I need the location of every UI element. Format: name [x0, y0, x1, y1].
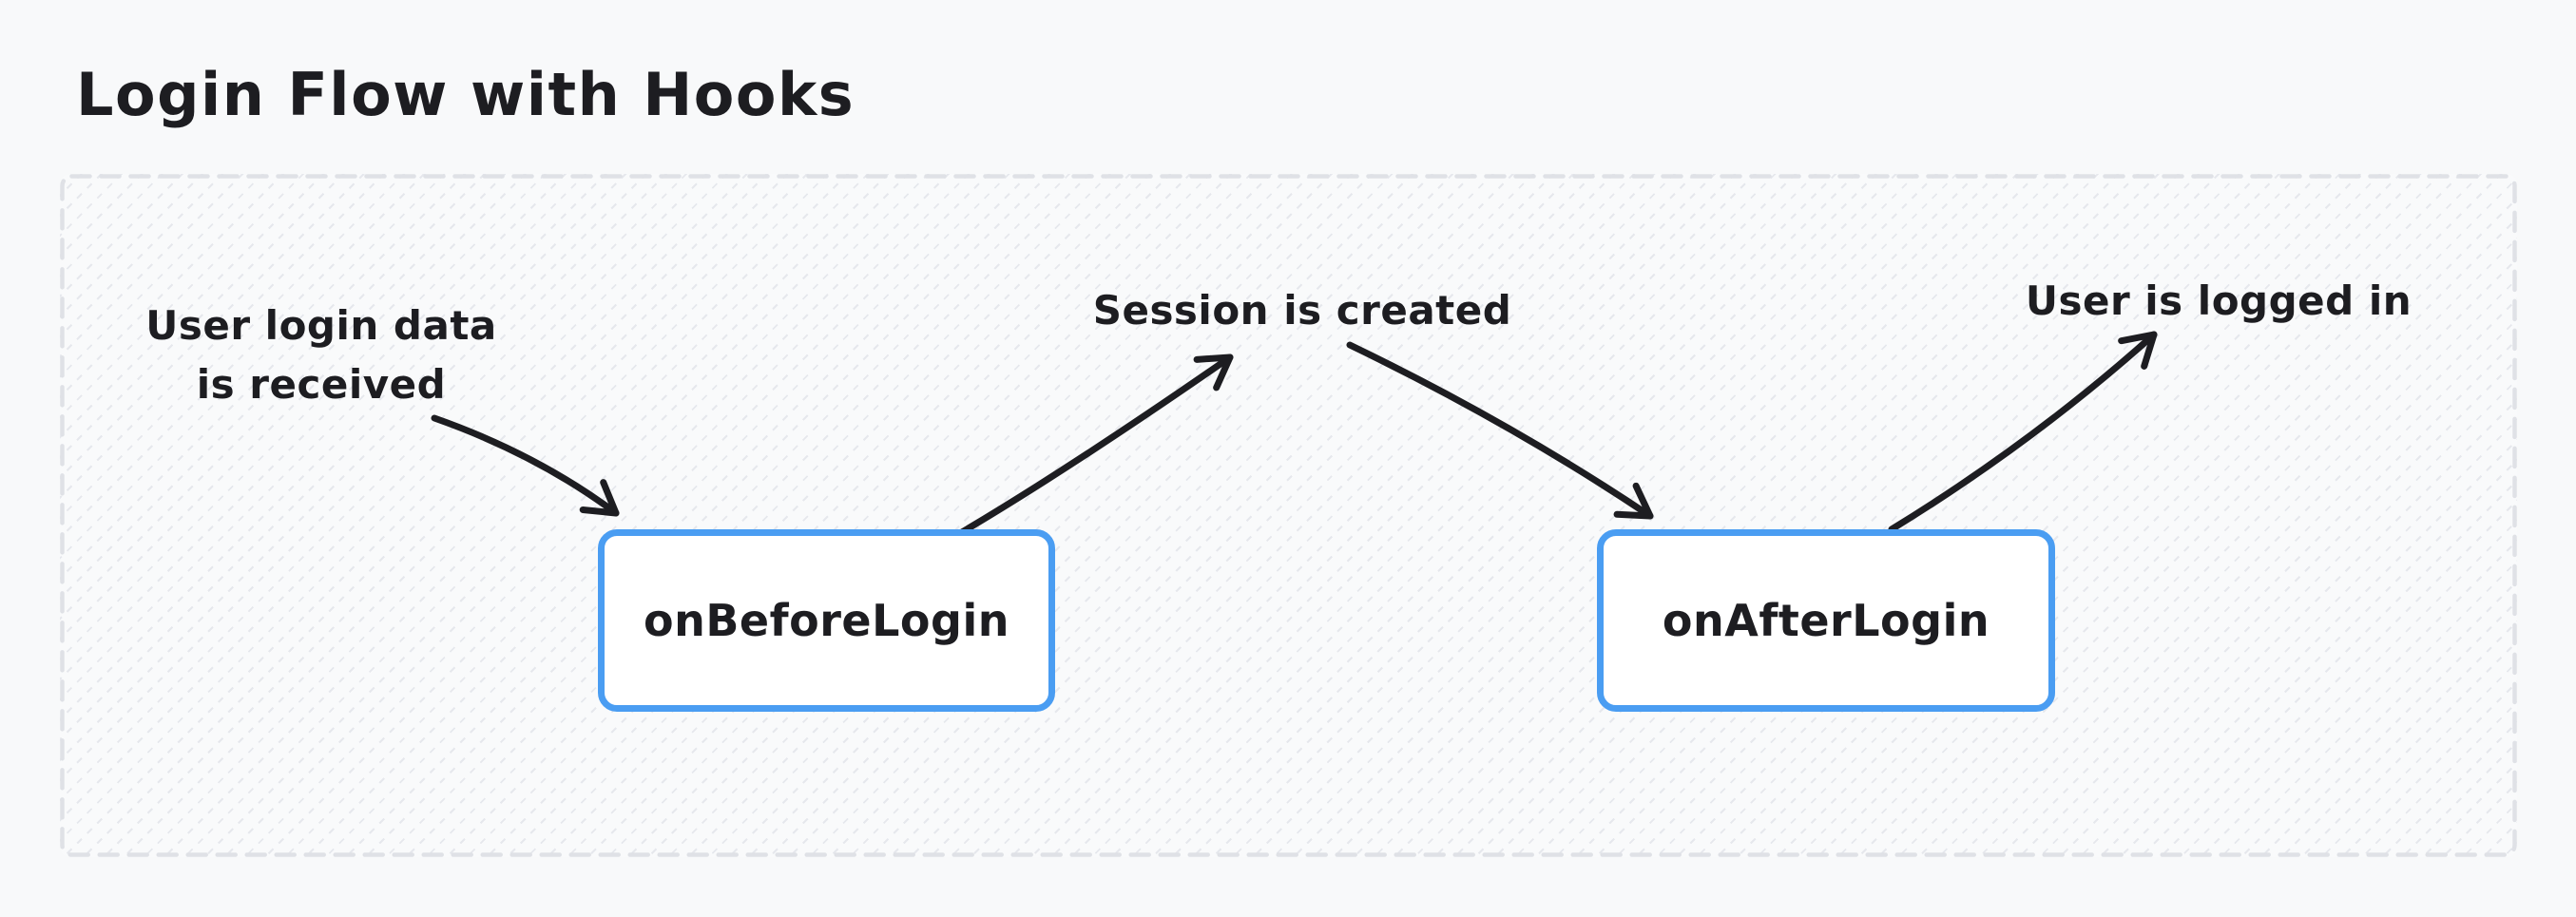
annotation-user-logged-in: User is logged in: [2025, 277, 2413, 324]
page-title: Login Flow with Hooks: [76, 60, 855, 129]
node-onafterlogin: onAfterLogin: [1597, 529, 2055, 712]
node-onbeforelogin: onBeforeLogin: [598, 529, 1055, 712]
node-onbeforelogin-label: onBeforeLogin: [644, 595, 1009, 646]
node-onafterlogin-label: onAfterLogin: [1662, 595, 1990, 646]
diagram-frame: [60, 174, 2517, 857]
annotation-user-login-data: User login data is received: [145, 302, 497, 408]
annotation-session-created: Session is created: [1092, 287, 1512, 334]
